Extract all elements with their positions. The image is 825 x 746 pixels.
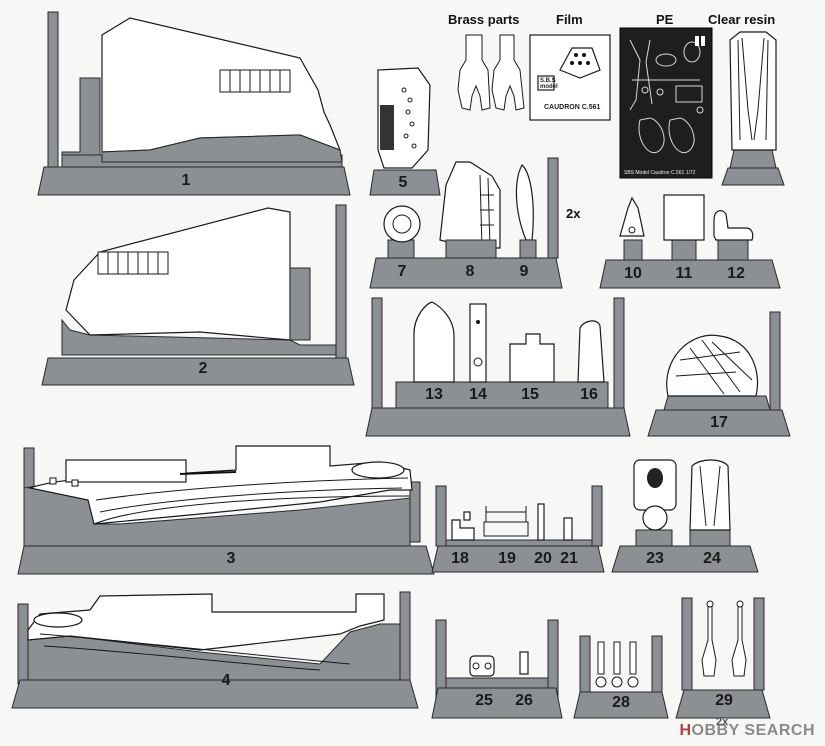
part-label-8: 8 bbox=[465, 263, 475, 280]
parts-13-16-casting bbox=[365, 297, 631, 437]
watermark-2x: 2x bbox=[716, 716, 729, 728]
part-label-18: 18 bbox=[451, 550, 469, 567]
film-card-model: S.B.S model bbox=[540, 78, 558, 90]
part-2-casting bbox=[41, 204, 355, 386]
parts-18-21-casting bbox=[431, 485, 605, 573]
clear-resin-header: Clear resin bbox=[708, 12, 776, 27]
part-29-casting bbox=[675, 597, 771, 719]
pe-caption: SBS Model Caudron C.561 1/72 bbox=[624, 170, 696, 176]
part-label-25: 25 bbox=[475, 692, 493, 709]
part-label-1: 1 bbox=[181, 172, 191, 189]
part-28-casting bbox=[573, 635, 669, 719]
watermark-logo: H bbox=[679, 722, 692, 739]
part-1-casting bbox=[37, 11, 351, 196]
brass-parts-image bbox=[457, 34, 525, 111]
clear-resin-casting bbox=[721, 31, 785, 186]
film-card bbox=[529, 34, 611, 121]
parts-10-11-12-casting bbox=[599, 194, 781, 289]
part-label-24: 24 bbox=[703, 550, 721, 567]
part-label-2: 2 bbox=[198, 360, 208, 377]
part-label-9: 9 bbox=[519, 263, 529, 280]
part-label-14: 14 bbox=[469, 386, 487, 403]
pe-header: PE bbox=[656, 12, 674, 27]
watermark-text: OBBY SEARCH bbox=[691, 722, 815, 739]
part-label-28: 28 bbox=[612, 694, 630, 711]
part-label-4: 4 bbox=[221, 672, 231, 689]
part-label-11: 11 bbox=[675, 265, 693, 282]
part-label-29: 29 bbox=[715, 692, 733, 709]
film-card-name: CAUDRON C.561 bbox=[544, 104, 601, 111]
part-label-13: 13 bbox=[425, 386, 443, 403]
part-label-10: 10 bbox=[624, 265, 642, 282]
part-label-21: 21 bbox=[560, 550, 578, 567]
parts-25-26-casting bbox=[431, 619, 563, 719]
part-label-20: 20 bbox=[534, 550, 552, 567]
part-label-19: 19 bbox=[498, 550, 516, 567]
part-label-12: 12 bbox=[727, 265, 745, 282]
multiplier-2x: 2x bbox=[566, 206, 581, 221]
part-label-7: 7 bbox=[397, 263, 407, 280]
watermark: HOBBY SEARCH bbox=[679, 722, 815, 740]
brass-parts-header: Brass parts bbox=[448, 12, 520, 27]
part-label-5: 5 bbox=[398, 174, 408, 191]
part-label-15: 15 bbox=[521, 386, 539, 403]
photo-etch-fret bbox=[619, 27, 713, 179]
part-label-17: 17 bbox=[710, 414, 728, 431]
part-label-23: 23 bbox=[646, 550, 664, 567]
part-label-26: 26 bbox=[515, 692, 533, 709]
part-5-casting bbox=[369, 67, 441, 196]
film-header: Film bbox=[556, 12, 583, 27]
parts-7-8-9-casting bbox=[369, 157, 563, 289]
parts-23-24-casting bbox=[611, 459, 759, 573]
part-17-casting bbox=[647, 311, 791, 437]
part-label-3: 3 bbox=[226, 550, 236, 567]
part-3-casting bbox=[17, 445, 435, 575]
part-label-16: 16 bbox=[580, 386, 598, 403]
part-4-casting bbox=[11, 591, 419, 709]
